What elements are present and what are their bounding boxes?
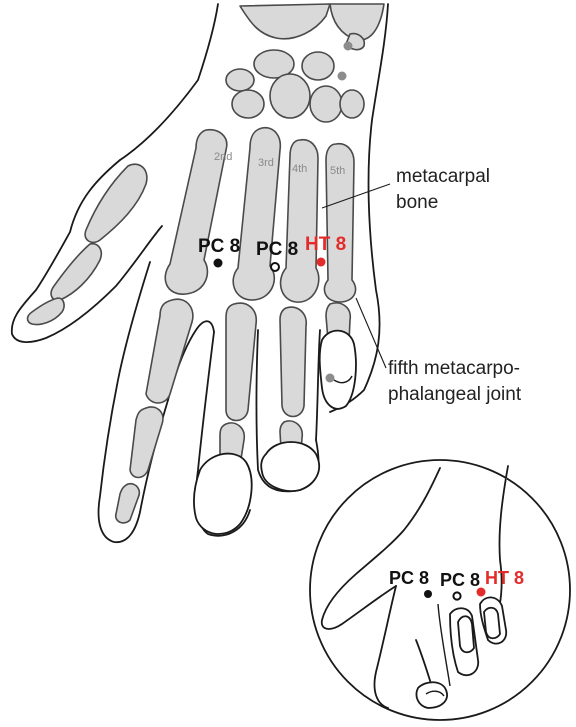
joint-leader-line (355, 297, 387, 369)
thumb-bones (26, 163, 148, 326)
inset-pc8-alt-point (452, 591, 462, 601)
inset-pc8-point (424, 590, 432, 598)
carpal-landmark-dot (337, 71, 347, 81)
inset-circle-frame (309, 459, 571, 721)
pc8-point (213, 258, 223, 268)
ht8-label: HT 8 (305, 234, 346, 255)
pc8-alt-point (270, 262, 280, 272)
pc8-label: PC 8 (198, 236, 240, 257)
inset-palm-view: PC 8 PC 8 HT 8 (309, 459, 571, 721)
digit-label-4th: 4th (292, 163, 307, 175)
ht8-point (316, 257, 326, 267)
inset-ht8-label: HT 8 (485, 568, 524, 588)
inset-ht8-point (476, 587, 486, 597)
landmark-dots (325, 41, 353, 383)
metacarpal-label-line1: metacarpal (396, 166, 490, 187)
joint-label-line2: phalangeal joint (388, 384, 522, 405)
joint-label-line1: fifth metacarpo- (388, 358, 520, 379)
metacarpal-leader-line (321, 183, 391, 209)
digit-number-labels: 2nd 3rd 4th 5th (214, 151, 345, 177)
pc8-alt-label: PC 8 (256, 239, 298, 260)
joint-landmark-dot (325, 373, 335, 383)
digit-label-2nd: 2nd (214, 151, 232, 163)
acupoint-markers: PC 8 PC 8 HT 8 (198, 234, 346, 272)
digit-label-3rd: 3rd (258, 157, 274, 169)
inset-pc8-label: PC 8 (389, 568, 429, 588)
callouts: metacarpal bone fifth metacarpo- phalang… (321, 166, 522, 405)
fingernails (193, 329, 357, 535)
inset-pc8-alt-label: PC 8 (440, 570, 480, 590)
wrist-landmark-dot (343, 41, 353, 51)
digit-label-5th: 5th (330, 165, 345, 177)
carpal-bones (225, 3, 385, 123)
metacarpal-bones (164, 126, 357, 303)
metacarpal-label-line2: bone (396, 192, 438, 213)
